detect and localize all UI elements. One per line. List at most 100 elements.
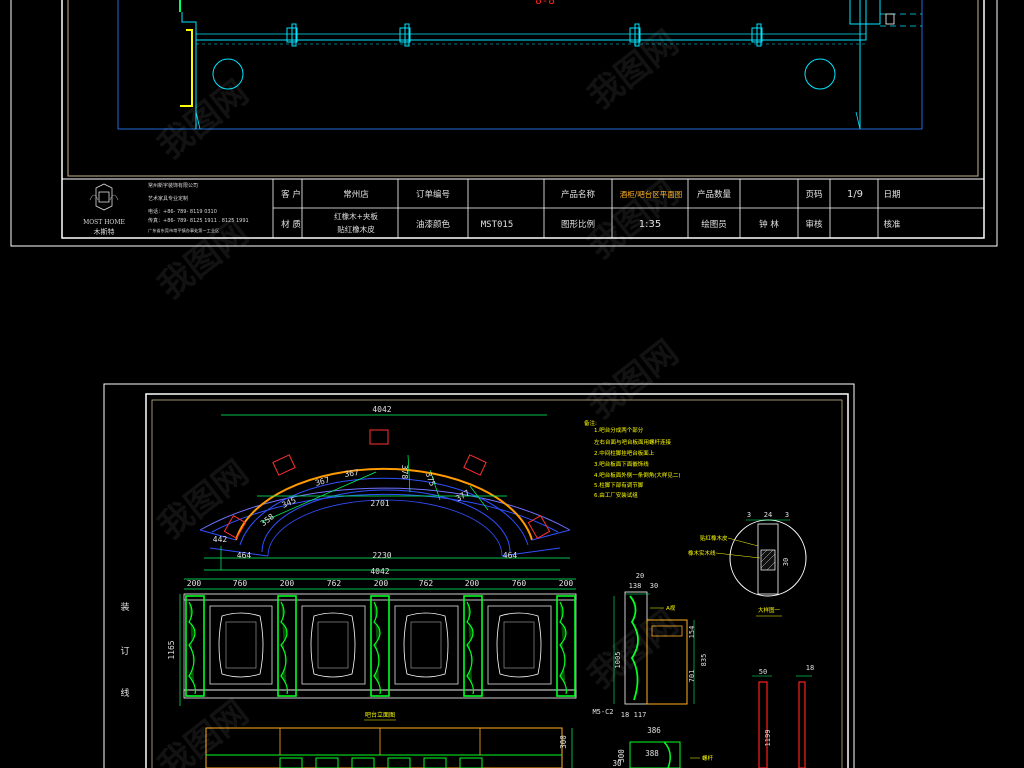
company-logo: MOST HOME 木斯特 [83,183,125,236]
product-label: 产品名称 [561,189,596,200]
bar-side-section: 20 138 30 1005 701 835 154 M5-C2 18 117 … [592,572,708,719]
arc-dim-r3: 378 [400,465,409,480]
note-1: 1.吧台分成两个部分 [594,426,644,434]
elev-dim-6: 762 [419,579,434,588]
elev-dim-8: 760 [512,579,527,588]
side-dim-154: 154 [688,626,696,639]
plank-dim-1199: 1199 [764,730,772,747]
bar-lower-plan: 300 386 300 388 30 螺杆 [205,726,714,768]
elev-total-dim: 4042 [370,567,389,576]
arc-dim-overall: 4042 [372,405,391,414]
elev-height-dim: 1165 [167,640,176,659]
side-dim-701: 701 [688,670,696,683]
logo-text: MOST HOME [83,219,125,226]
lower-dim-386: 386 [647,726,661,735]
binding-char-3: 线 [120,687,129,699]
side-label-a: A视 [666,604,676,612]
elev-dim-4: 762 [327,579,342,588]
bar-front-elevation: 4042 200 760 200 762 200 762 200 760 200… [167,567,577,721]
note-2: 左右台面与吧台板面用螺杆连接 [594,438,672,446]
material-value-2: 贴红橡木皮 [337,224,375,234]
drawer-label: 绘图员 [701,219,727,230]
side-dim-18: 18 [621,711,629,719]
scale-value: 1:35 [639,219,661,230]
addr-line: 广东省东莞市常平镇办事处第一工业区 [148,227,219,234]
plank-dim-50: 50 [759,668,767,676]
elev-dim-7: 200 [465,579,480,588]
elev-dim-1: 200 [187,579,202,588]
arc-dim-left-base: 464 [237,551,252,560]
arc-dim-chord: 2701 [370,499,389,508]
paint-value: MST015 [481,220,514,230]
detail-callout: 3 24 3 30 贴红橡木皮 橡木实木线 大样图一 [688,511,807,617]
drawer-value: 钟 林 [759,219,779,230]
scale-label: 图形比例 [561,219,595,230]
elev-panels [209,605,552,685]
detail-label-1: 贴红橡木皮 [700,534,728,542]
arc-dim-r7: 367 [344,468,360,479]
approve-label: 核准 [883,219,901,230]
company-sub: 艺术家具专业定制 [148,195,188,202]
paint-label: 油漆颜色 [416,219,451,230]
note-6: 5.柱脚下部有调节脚 [594,481,644,489]
note-7: 6.由工厂安装试组 [594,491,638,499]
side-dim-1005: 1005 [614,652,622,669]
detail-dim-3b: 3 [785,511,789,519]
page-label: 页码 [805,190,822,200]
side-dim-835: 835 [700,654,708,667]
bar-arc-plan-view: 4042 2701 345 367 378 375 377 358 367 44… [199,405,571,571]
lower-dim-388: 388 [645,749,659,758]
elev-dim-3: 200 [280,579,295,588]
detail-caption: 大样图一 [758,606,781,614]
customer-value: 常州店 [343,189,369,200]
arc-dim-bottom: 2230 [372,551,391,560]
detail-label-2: 橡木实木线 [688,549,716,557]
side-dim-117: 117 [634,711,647,719]
sheet-2: 装 订 线 [103,383,855,768]
detail-dim-30: 30 [782,558,790,566]
elev-dim-5: 200 [374,579,389,588]
page-value: 1/9 [847,189,863,200]
note-5: 4.吧台板面外侧一条倒角(大样见二) [594,471,681,479]
notes-title: 备注: [584,419,597,427]
arc-dim-r2: 367 [314,475,330,487]
date-label: 日期 [883,190,900,200]
sheet1-title-block: MOST HOME 木斯特 常州新宇装饰有限公司 艺术家具专业定制 电话：+86… [61,178,985,239]
note-4: 3.吧台板面下面嵌饰线 [594,460,649,468]
company-name: 常州新宇装饰有限公司 [148,182,198,189]
plank-section: 50 18 1199 [752,664,814,768]
arc-dim-left-end: 442 [213,535,228,544]
product-value: 酒柜/吧台区平面图 [620,189,683,199]
logo-cn: 木斯特 [94,227,115,236]
lower-dim-300a: 300 [559,735,568,749]
arc-dim-right-base: 464 [503,551,518,560]
side-dim-30: 30 [650,582,658,590]
sheet1-stamp: 8-8 [535,0,555,7]
material-label: 材 质 [281,219,301,230]
side-dim-138: 138 [629,582,642,590]
order-label: 订单编号 [416,189,450,200]
lower-dim-30: 30 [612,759,622,768]
sheet1-plan-view: 8-8 [117,0,923,130]
elev-caption: 吧台立面图 [365,711,395,719]
sheet-1: 8-8 MOST [10,0,998,247]
side-code: M5-C2 [592,708,613,716]
note-3: 2.中间柱脚挂吧台板面上 [594,449,655,457]
detail-dim-3a: 3 [747,511,751,519]
elev-columns [185,595,576,697]
drawing-notes: 备注: 1.吧台分成两个部分 左右台面与吧台板面用螺杆连接 2.中间柱脚挂吧台板… [584,419,681,499]
qty-label: 产品数量 [697,189,732,200]
elev-dim-9: 200 [559,579,574,588]
plank-dim-18: 18 [806,664,814,672]
review-label: 审核 [805,219,823,230]
lower-dim-300b: 300 [617,749,626,763]
lower-label-screw: 螺杆 [702,754,714,762]
side-dim-20: 20 [636,572,644,580]
material-value-1: 红橡木+夹板 [334,211,378,221]
tel-line: 电话：+86- 789- 8119 0310 [148,208,217,215]
fax-line: 传真：+86- 789- 8125 1911 . 8125 1991 [148,217,249,224]
detail-dim-24: 24 [764,511,772,519]
binding-char-1: 装 [120,601,129,613]
customer-label: 客 户 [281,189,301,200]
